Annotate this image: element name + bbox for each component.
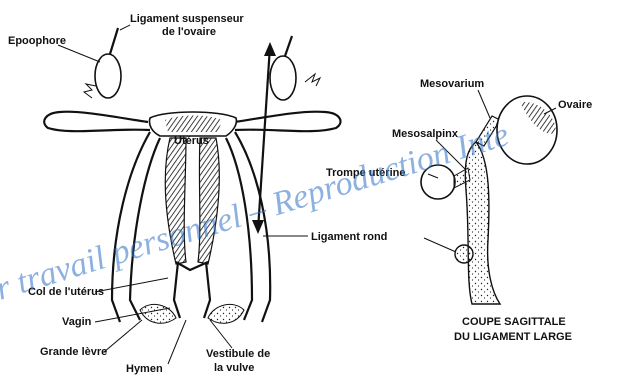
right-labium (208, 304, 244, 323)
label-vestibule-2: la vulve (214, 362, 254, 374)
label-ligament-suspenseur-1: Ligament suspenseur (130, 13, 244, 25)
label-grande-levre: Grande lèvre (40, 346, 107, 358)
label-vestibule-1: Vestibule de (206, 348, 270, 360)
left-tube (44, 112, 150, 132)
uterus-hatch (165, 116, 222, 133)
label-vagin: Vagin (62, 316, 92, 328)
broad-ligament-section (465, 142, 500, 304)
right-ovary (270, 56, 296, 100)
label-uterus: Utérus (174, 135, 209, 147)
label-ligament-rond: Ligament rond (311, 231, 387, 243)
watermark: r travail personnel – Reproduction Inte (0, 116, 513, 308)
label-ovaire: Ovaire (558, 99, 592, 111)
vagina (174, 262, 210, 318)
left-fimbriae (84, 84, 96, 98)
label-ligament-suspenseur-2: de l'ovaire (162, 26, 216, 38)
label-epoophore: Epoophore (8, 35, 66, 47)
left-ovary (95, 54, 121, 98)
right-tube (235, 112, 340, 132)
label-hymen: Hymen (126, 363, 163, 375)
suspensory-ligament-right (285, 36, 292, 56)
label-coupe-2: DU LIGAMENT LARGE (454, 331, 572, 343)
right-fimbriae (305, 74, 320, 86)
left-labium (140, 304, 176, 323)
round-ligament-section (455, 245, 473, 263)
suspensory-ligament-left (110, 28, 118, 54)
arrow-head-top (264, 42, 276, 56)
label-coupe-1: COUPE SAGITTALE (462, 316, 566, 328)
label-mesovarium: Mesovarium (420, 78, 484, 90)
